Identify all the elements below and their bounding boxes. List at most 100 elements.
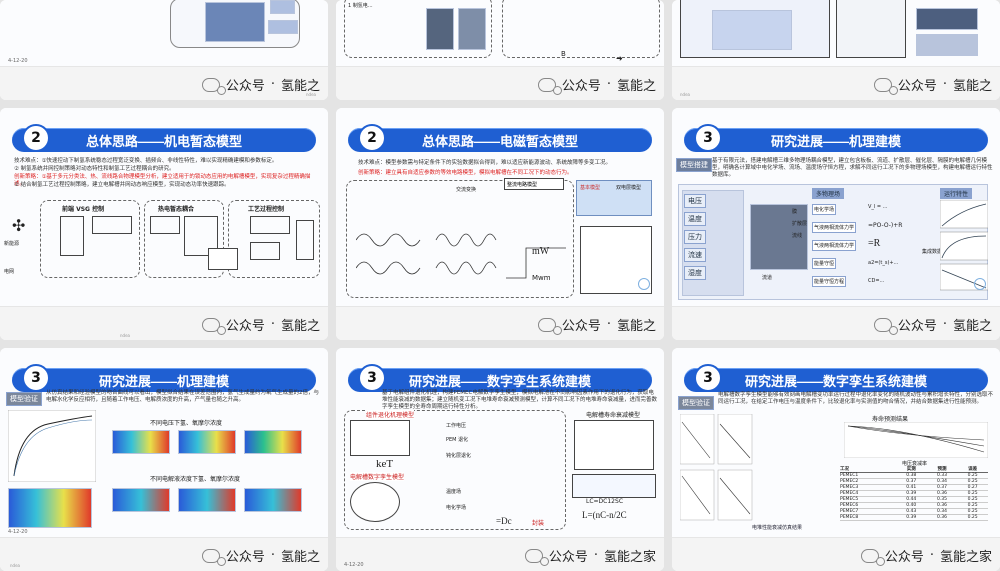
table-cell: 0.25 [957,472,988,479]
watermark-public-label: 公众号 [884,550,924,565]
table-cell: PEMEC7 [840,508,896,515]
slide-page-number: 4-12-20 [344,562,364,568]
slide-1: 4-12-20 [0,0,328,66]
watermark-dot: · [593,548,598,563]
watermark-public-label: 公众号 [897,79,937,94]
equation: =R [868,238,881,249]
watermark-public-label: 公众号 [225,550,265,565]
watermark-dot: · [270,317,275,332]
input-label: 湿度 [684,266,706,280]
slide-title-bar: 总体思路——机电暂态模型 [12,128,316,152]
renewable-label: 新能源 [4,241,20,247]
table-title: 电压衰减率 [902,461,928,467]
table-cell: PEMEC5 [840,496,896,503]
watermark-dot: · [270,548,275,563]
slide-title: 研究进展——机理建模 [98,374,229,389]
table-cell: 0.37 [895,478,927,485]
table-cell: 0.41 [895,484,927,491]
section-badge: 2 [22,124,50,152]
slide-6: 研究进展——机理建模 3 模型搭建 基于有限元法，搭建电解槽三维多物理场耦合模型… [672,108,1000,306]
section-badge: 2 [358,124,386,152]
slide-card-9[interactable]: 研究进展——数字孪生系统建模 3 模型验证 电解槽数字孪生模型能够有效刻画电解槽… [672,348,1000,571]
equation: =PO-O-)+R [868,222,903,229]
slide-label-b: B [561,50,566,58]
slide-card-8[interactable]: 研究进展——数字孪生系统建模 3 基于电解组件退化机理，构建PEMEC电解数字孪… [336,348,664,571]
table-cell: PEMEC4 [840,490,896,497]
watermark-public-label: 公众号 [561,79,601,94]
column-header: 多物理场 [812,188,845,199]
section-badge: 3 [358,364,386,392]
body-text: 基于有限元法，搭建电解槽三维多物理场耦合模型，建立包含板板、流道、扩散层、催化层… [712,158,993,178]
slide-card-5[interactable]: 总体思路——电磁暂态模型 2 技术难点：模型参数需与特定条件下的实验数据拟合得到… [336,108,664,340]
wechat-icon [860,548,885,566]
block-label: 工艺过程控制 [248,206,285,213]
table-cell: 0.38 [895,472,927,479]
slide-card-3[interactable]: 公众号 · 氢能之 ndea [672,0,1000,100]
watermark-account: 氢能之 [280,319,320,334]
wechat-icon [873,317,898,335]
table-header: 误差 [957,466,988,473]
equation-label: PEM 退化 [446,437,469,443]
waveform-plots [356,233,566,279]
equation-big: 封装 [532,520,545,527]
slide-4: 总体思路——机电暂态模型 2 技术难点：①快速控动下制氢系统稳态过程宽泛变换、插… [0,108,328,306]
watermark-dot: · [942,317,947,332]
next-page-button[interactable] [638,278,650,290]
block-label: 热电暂态耦合 [158,206,195,213]
diagram-label: 交流变换 [456,187,477,193]
table-cell: PEMEC6 [840,502,896,509]
slide-card-6[interactable]: 研究进展——机理建模 3 模型搭建 基于有限元法，搭建电解槽三维多物理场耦合模型… [672,108,1000,340]
body-text: 电解槽数字孪生模型能够有效刻画电解槽变功率运行过程中退化率变化的随机波动性与累积… [718,392,994,405]
figure-caption: 电堆性能衰减仿真结果 [752,525,803,531]
table-cell: 0.39 [895,514,927,521]
part-label: 流道 [762,275,773,281]
diagram-label: 基本模型 [580,185,601,191]
table-cell: 0.25 [957,496,988,503]
watermark-public-label: 公众号 [548,550,588,565]
input-label: 压力 [684,230,706,244]
slide-title: 总体思路——机电暂态模型 [85,134,242,149]
section-badge: 3 [22,364,50,392]
difficulty-text: 技术难点：模型参数需与特定条件下的实验数据拟合得到，难以适应新能源波动、系统故障… [358,160,612,166]
next-page-button[interactable] [974,278,986,290]
watermark-public-label: 公众号 [225,319,265,334]
part-label: 流线 [792,233,803,239]
slide-card-2[interactable]: 1 制氢电... B ➜ 公众号 · 氢能之 [336,0,664,100]
slide-title-bar: 研究进展——数字孪生系统建模 [348,368,652,392]
wechat-icon [201,77,226,95]
wechat-watermark-bar: 公众号 · 氢能之 [672,306,1000,340]
watermark-account: 氢能之 [616,79,656,94]
slide-card-7[interactable]: 研究进展——机理建模 3 模型验证 从仿真结果和经验模型的吻合曲线可以看出，模型… [0,348,328,571]
section-tag: 模型搭建 [676,158,712,172]
field-label: 能量守恒 [812,258,837,269]
input-label: 电压 [684,194,706,208]
footer-brand: ndea [120,333,130,338]
life-prediction-chart [844,422,988,458]
watermark-account: 氢能之家 [939,550,992,565]
table-cell: 0.25 [957,478,988,485]
body-text: 基于电解组件退化机理，构建PEMEC电解数字孪生模型，模拟电解池在不同影响因素作… [382,390,658,410]
slide-card-1[interactable]: 4-12-20 公众号 · 氢能之 ndea [0,0,328,100]
wechat-icon [537,317,562,335]
equation-big: =Dc [496,516,512,526]
equation-label: 工作电压 [446,423,467,429]
field-label: 电化学场 [812,204,837,215]
body-text: 从仿真结果和经验模型的吻合曲线可以看出，模型拟合结果在误差范围内，氢气生成量约为… [46,390,320,403]
wechat-icon [524,548,549,566]
table-header: 实测 [895,466,927,473]
diagram-label: 整流电路模型 [504,178,564,190]
wechat-watermark-bar: 公众号 · 氢能之 ndea [0,537,328,571]
wechat-icon [201,317,226,335]
slide-card-4[interactable]: 总体思路——机电暂态模型 2 技术难点：①快速控动下制氢系统稳态过程宽泛变换、插… [0,108,328,340]
slide-label: 1 制氢电... [348,3,373,9]
watermark-account: 氢能之 [280,550,320,565]
watermark-dot: · [606,317,611,332]
sub-title: 电解槽数字孪生模型 [350,472,405,481]
watermark-account: 氢能之 [952,79,992,94]
watermark-public-label: 公众号 [561,319,601,334]
wechat-icon [201,548,226,566]
validation-chart [8,410,96,482]
